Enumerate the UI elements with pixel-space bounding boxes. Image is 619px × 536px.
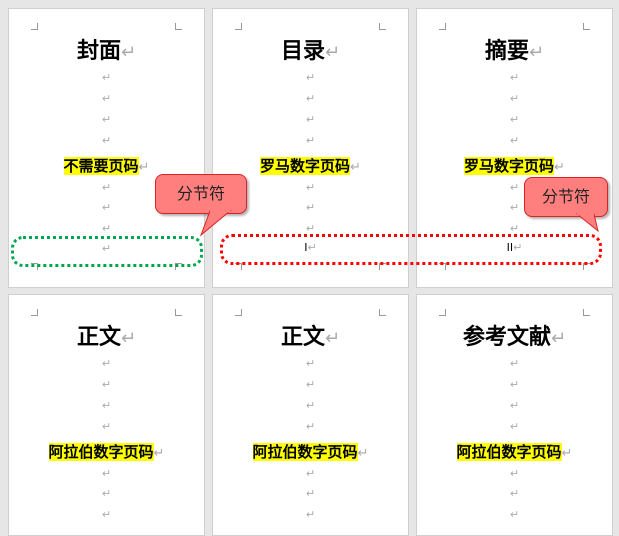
- page-number-label: 阿拉伯数字页码↵: [456, 443, 573, 461]
- document-page: 正文↵ ↵ ↵ ↵ ↵ 阿拉伯数字页码↵ ↵ ↵ ↵: [8, 294, 205, 536]
- page-number-label: 阿拉伯数字页码↵: [252, 443, 369, 461]
- paragraph-mark: ↵: [101, 134, 112, 147]
- paragraph-mark: ↵: [509, 71, 520, 84]
- paragraph-mark: ↵: [101, 113, 112, 126]
- callout-pointer: [575, 213, 599, 233]
- paragraph-mark: ↵: [101, 378, 112, 391]
- paragraph-mark: ↵: [101, 357, 112, 370]
- corner-mark: [235, 23, 242, 30]
- paragraph-mark: ↵: [305, 420, 316, 433]
- page-title: 摘要↵: [484, 39, 545, 64]
- paragraph-mark: ↵: [101, 92, 112, 105]
- paragraph-mark: ↵: [101, 181, 112, 194]
- paragraph-mark: ↵: [305, 508, 316, 521]
- page-title: 目录↵: [280, 39, 341, 64]
- paragraph-mark: ↵: [509, 134, 520, 147]
- paragraph-mark: ↵: [509, 181, 520, 194]
- paragraph-mark: ↵: [509, 487, 520, 500]
- paragraph-mark: ↵: [305, 222, 316, 235]
- paragraph-mark: ↵: [509, 357, 520, 370]
- corner-mark: [583, 23, 590, 30]
- paragraph-mark: ↵: [305, 134, 316, 147]
- paragraph-mark: ↵: [305, 378, 316, 391]
- document-page: 摘要↵ ↵ ↵ ↵ ↵ 罗马数字页码↵ ↵ ↵ ↵ II↵: [416, 8, 613, 288]
- paragraph-mark: ↵: [509, 378, 520, 391]
- corner-mark: [583, 309, 590, 316]
- paragraph-mark: ↵: [305, 201, 316, 214]
- paragraph-mark: ↵: [305, 113, 316, 126]
- section-break-callout: 分节符: [524, 177, 608, 217]
- paragraph-mark: ↵: [305, 467, 316, 480]
- paragraph-mark: ↵: [101, 201, 112, 214]
- paragraph-mark: ↵: [305, 399, 316, 412]
- paragraph-mark: ↵: [305, 487, 316, 500]
- paragraph-mark: ↵: [509, 467, 520, 480]
- paragraph-mark: ↵: [101, 487, 112, 500]
- corner-mark: [31, 23, 38, 30]
- page-title: 正文↵: [280, 325, 341, 350]
- document-page: 封面↵ ↵ ↵ ↵ ↵ 不需要页码↵ ↵ ↵ ↵ ↵: [8, 8, 205, 288]
- page-title: 参考文献↵: [462, 325, 567, 350]
- paragraph-mark: ↵: [509, 508, 520, 521]
- corner-mark: [175, 309, 182, 316]
- page-number: II↵: [506, 241, 523, 254]
- paragraph-mark: ↵: [101, 71, 112, 84]
- paragraph-mark: ↵: [305, 71, 316, 84]
- corner-mark: [235, 309, 242, 316]
- paragraph-mark: ↵: [101, 508, 112, 521]
- page-number-highlight: [220, 234, 602, 265]
- page-number-label: 阿拉伯数字页码↵: [48, 443, 165, 461]
- section-break-highlight: [11, 236, 203, 267]
- paragraph-mark: ↵: [101, 399, 112, 412]
- corner-mark: [439, 309, 446, 316]
- paragraph-mark: ↵: [305, 92, 316, 105]
- paragraph-mark: ↵: [101, 467, 112, 480]
- paragraph-mark: ↵: [305, 181, 316, 194]
- corner-mark: [175, 23, 182, 30]
- document-page: 正文↵ ↵ ↵ ↵ ↵ 阿拉伯数字页码↵ ↵ ↵ ↵: [212, 294, 409, 536]
- paragraph-mark: ↵: [101, 420, 112, 433]
- paragraph-mark: ↵: [305, 357, 316, 370]
- paragraph-mark: ↵: [101, 242, 112, 255]
- paragraph-mark: ↵: [101, 222, 112, 235]
- paragraph-mark: ↵: [509, 399, 520, 412]
- corner-mark: [439, 23, 446, 30]
- corner-mark: [379, 309, 386, 316]
- page-number: I↵: [304, 241, 317, 254]
- paragraph-mark: ↵: [509, 201, 520, 214]
- page-title: 正文↵: [76, 325, 137, 350]
- page-title: 封面↵: [76, 39, 137, 64]
- section-break-callout: 分节符: [155, 174, 247, 214]
- document-page: 目录↵ ↵ ↵ ↵ ↵ 罗马数字页码↵ ↵ ↵ ↵ I↵: [212, 8, 409, 288]
- page-number-label: 罗马数字页码↵: [260, 157, 361, 175]
- paragraph-mark: ↵: [509, 113, 520, 126]
- paragraph-mark: ↵: [509, 222, 520, 235]
- callout-pointer: [199, 210, 232, 237]
- corner-mark: [31, 309, 38, 316]
- document-page: 参考文献↵ ↵ ↵ ↵ ↵ 阿拉伯数字页码↵ ↵ ↵ ↵: [416, 294, 613, 536]
- paragraph-mark: ↵: [509, 92, 520, 105]
- page-number-label: 罗马数字页码↵: [464, 157, 565, 175]
- page-number-label: 不需要页码↵: [63, 157, 150, 175]
- paragraph-mark: ↵: [509, 420, 520, 433]
- corner-mark: [379, 23, 386, 30]
